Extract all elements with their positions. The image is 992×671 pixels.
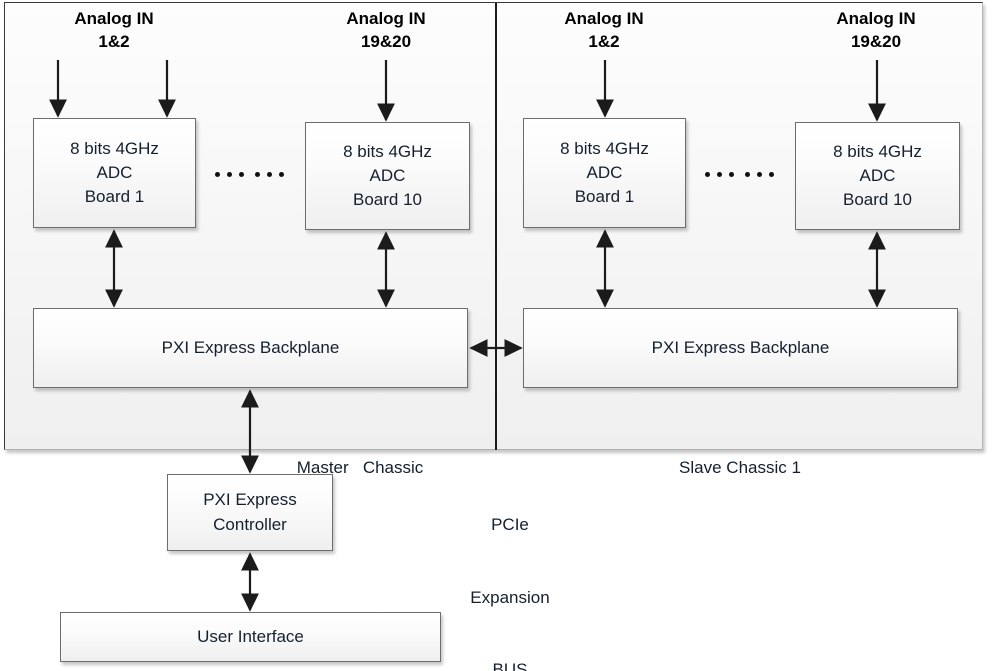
user-interface[interactable]: User Interface xyxy=(60,612,441,662)
slave-adc-1-line3: Board 1 xyxy=(574,187,635,207)
dot xyxy=(757,172,762,177)
slave-adc-10-line3: Board 10 xyxy=(843,190,912,210)
dot xyxy=(705,172,710,177)
slave-adc-10-line1: 8 bits 4GHz xyxy=(833,141,922,161)
master-adc-10-line1: 8 bits 4GHz xyxy=(343,141,432,161)
pxi-express-controller[interactable]: PXI Express Controller xyxy=(167,474,333,551)
dot xyxy=(267,172,272,177)
master-adc-board-1[interactable]: 8 bits 4GHz ADC Board 1 xyxy=(33,118,196,228)
controller-line2: Controller xyxy=(213,514,287,534)
slave-input-2-line1: Analog IN xyxy=(836,9,916,28)
dot xyxy=(239,172,244,177)
master-ellipsis xyxy=(215,172,284,177)
master-input-1-line1: Analog IN xyxy=(74,9,154,28)
pcie-label-line2: Expansion xyxy=(470,587,550,607)
dot xyxy=(729,172,734,177)
master-chassis-label-text: Master Chassic xyxy=(296,458,424,478)
master-adc-10-line2: ADC xyxy=(369,165,406,185)
slave-adc-10-line2: ADC xyxy=(859,165,896,185)
master-input-label-1: Analog IN 1&2 xyxy=(38,8,190,54)
master-input-2-line1: Analog IN xyxy=(346,9,426,28)
master-adc-1-line3: Board 1 xyxy=(84,187,145,207)
slave-backplane-label: PXI Express Backplane xyxy=(651,337,830,357)
slave-ellipsis-group-2 xyxy=(745,172,774,177)
pcie-expansion-bus-label: PCIe Expansion BUS xyxy=(440,465,580,671)
master-backplane[interactable]: PXI Express Backplane xyxy=(33,308,468,388)
master-ellipsis-group-2 xyxy=(255,172,284,177)
slave-adc-1-line1: 8 bits 4GHz xyxy=(560,138,649,158)
slave-chassis-label-text: Slave Chassic 1 xyxy=(679,458,801,478)
slave-input-1-line2: 1&2 xyxy=(588,31,620,51)
controller-line1: PXI Express xyxy=(203,490,297,510)
slave-input-label-2: Analog IN 19&20 xyxy=(800,8,952,54)
master-input-2-line2: 19&20 xyxy=(360,31,412,51)
master-chassis-label: Master Chassic xyxy=(240,408,480,529)
dot xyxy=(717,172,722,177)
master-adc-board-10[interactable]: 8 bits 4GHz ADC Board 10 xyxy=(305,122,470,230)
master-ellipsis-group-1 xyxy=(215,172,244,177)
master-adc-1-line2: ADC xyxy=(96,162,133,182)
master-input-1-line2: 1&2 xyxy=(98,31,130,51)
master-backplane-label: PXI Express Backplane xyxy=(161,337,340,357)
slave-adc-1-line2: ADC xyxy=(586,162,623,182)
slave-adc-board-10[interactable]: 8 bits 4GHz ADC Board 10 xyxy=(795,122,960,230)
dot xyxy=(255,172,260,177)
user-interface-label: User Interface xyxy=(197,626,304,646)
slave-chassis-label: Slave Chassic 1 xyxy=(620,408,860,529)
master-adc-10-line3: Board 10 xyxy=(353,190,422,210)
dot xyxy=(279,172,284,177)
master-adc-1-line1: 8 bits 4GHz xyxy=(70,138,159,158)
dot xyxy=(745,172,750,177)
dot xyxy=(769,172,774,177)
slave-input-2-line2: 19&20 xyxy=(850,31,902,51)
slave-input-label-1: Analog IN 1&2 xyxy=(528,8,680,54)
slave-backplane[interactable]: PXI Express Backplane xyxy=(523,308,958,388)
slave-input-1-line1: Analog IN xyxy=(564,9,644,28)
pcie-label-line3: BUS xyxy=(492,660,528,671)
slave-ellipsis xyxy=(705,172,774,177)
chassis-divider xyxy=(495,3,497,450)
master-input-label-2: Analog IN 19&20 xyxy=(310,8,462,54)
dot xyxy=(227,172,232,177)
pcie-label-line1: PCIe xyxy=(491,515,529,535)
dot xyxy=(215,172,220,177)
slave-ellipsis-group-1 xyxy=(705,172,734,177)
slave-adc-board-1[interactable]: 8 bits 4GHz ADC Board 1 xyxy=(523,118,686,228)
